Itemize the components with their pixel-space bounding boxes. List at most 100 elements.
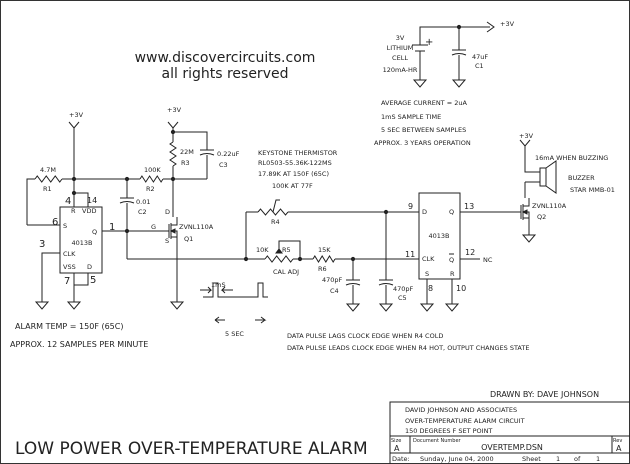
ff2-pin-s: S <box>425 270 429 278</box>
r3-ref: R3 <box>181 159 190 167</box>
c4-ref: C4 <box>330 287 339 295</box>
wire <box>173 131 208 150</box>
note: AVERAGE CURRENT = 2uA <box>381 99 467 107</box>
tb-of: 1 <box>596 455 600 463</box>
tb-line: 150 DEGREES F SET POINT <box>405 427 492 435</box>
wire <box>26 178 35 225</box>
tb-size-label: Size <box>391 438 401 444</box>
ff1-num: 1 <box>109 222 115 233</box>
note: 1mS SAMPLE TIME <box>381 113 441 121</box>
r6-ref: R6 <box>318 265 327 273</box>
ff2-pin-q: Q <box>449 208 454 216</box>
ff1-rail-label: +3V <box>69 111 84 119</box>
tb-size: A <box>394 444 400 453</box>
tb-doc: OVERTEMP.DSN <box>481 443 543 452</box>
c1-value: 47uF <box>472 53 488 61</box>
battery-label: LITHIUM <box>387 44 414 52</box>
buzzer-part: STAR MMB-01 <box>570 186 615 194</box>
wire <box>524 150 540 173</box>
wire <box>41 252 60 298</box>
r2-ref: R2 <box>146 185 155 193</box>
ff2-pin-r: R <box>450 270 455 278</box>
wire <box>74 273 89 286</box>
tb-of-label: of <box>574 455 581 463</box>
r2-value: 100K <box>144 166 161 174</box>
q1-rail-label: +3V <box>167 106 182 114</box>
schematic-title: LOW POWER OVER-TEMPERATURE ALARM <box>15 439 368 459</box>
r4-ref: R4 <box>271 218 280 226</box>
resistor-icon <box>169 141 177 167</box>
c4-value: 470pF <box>322 276 343 284</box>
ff1-pin-q: Q <box>92 228 97 236</box>
ff2-chip <box>418 192 461 280</box>
c5-value: 470pF <box>393 285 414 293</box>
r5-value: 10K <box>256 246 269 254</box>
r5-ref: R5 <box>282 246 291 254</box>
ff2-pin-clk: CLK <box>422 255 435 263</box>
period-arrows-icon <box>214 316 267 324</box>
tb-date: Sunday, June 04, 2000 <box>420 455 494 463</box>
junction <box>71 176 77 182</box>
capacitor-icon <box>451 49 467 56</box>
ff2-num: 9 <box>408 202 413 211</box>
tb-line: OVER-TEMPERATURE ALARM CIRCUIT <box>405 417 525 425</box>
r1-ref: R1 <box>43 185 52 193</box>
ff1-name: 4013B <box>71 239 92 247</box>
arrow-icon <box>486 21 495 33</box>
nc-label: NC <box>483 256 493 264</box>
thermistor-note: 17.89K AT 150F (65C) <box>258 170 329 178</box>
q2-part: ZVNL110A <box>532 202 567 210</box>
ff1-pin-r: R <box>71 207 76 215</box>
ground-icon <box>66 298 82 310</box>
c2-value: 0.01 <box>136 198 150 206</box>
thermistor-note: KEYSTONE THERMISTOR <box>258 149 338 157</box>
wiper-arrow-icon <box>275 248 283 254</box>
tb-rev: A <box>616 444 622 453</box>
r3-value: 22M <box>180 148 194 156</box>
ff1-num: 4 <box>65 196 71 207</box>
tb-rev-label: Rev <box>613 438 622 444</box>
tb-sheet-label: Sheet <box>522 455 541 463</box>
ff1-num: 5 <box>90 275 96 286</box>
buzzer-rail-label: +3V <box>519 132 534 140</box>
ground-icon <box>419 300 435 312</box>
ff2-num: 12 <box>465 248 475 257</box>
capacitor-icon <box>119 197 135 204</box>
ff1-pin-clk: CLK <box>63 250 76 258</box>
pulse-waveform-icon <box>203 282 268 298</box>
c3-value: 0.22uF <box>217 150 240 158</box>
supply-rail-label: +3V <box>500 20 515 28</box>
ff2-num: 11 <box>405 250 415 259</box>
ff1-num: 14 <box>87 196 97 205</box>
ff1-pin-vdd: VDD <box>82 207 96 215</box>
wire <box>278 240 301 259</box>
capacitor-icon <box>378 279 394 286</box>
pulse-period-label: 5 SEC <box>225 330 244 338</box>
wire <box>419 26 490 45</box>
ground-icon <box>521 231 537 243</box>
q1-pin-g: G <box>151 223 156 231</box>
rights-text: all rights reserved <box>162 66 289 82</box>
ground-icon <box>444 300 460 312</box>
c1-ref: C1 <box>475 62 484 70</box>
buzzer-icon <box>539 160 557 194</box>
ground-icon <box>378 300 394 312</box>
q2-ref: Q2 <box>537 213 546 221</box>
alarm-temp: ALARM TEMP = 150F (65C) <box>15 322 123 331</box>
thermistor-mark-icon <box>272 199 280 213</box>
ff2-num: 8 <box>428 284 433 293</box>
note: 5 SEC BETWEEN SAMPLES <box>381 126 466 134</box>
data-note: DATA PULSE LEADS CLOCK EDGE WHEN R4 HOT,… <box>287 344 529 352</box>
ff2-pin-qbar: Q <box>449 256 454 264</box>
q1-pin-d: D <box>165 208 170 216</box>
r6-value: 15K <box>318 246 331 254</box>
ground-icon <box>34 298 50 310</box>
ff1-pin-d: D <box>87 263 92 271</box>
battery-plus: + <box>425 37 433 48</box>
mosfet-arrow-icon <box>169 228 176 234</box>
capacitor-icon <box>345 279 361 286</box>
ff1-num: 6 <box>52 217 58 228</box>
ff1-pin-vss: VSS <box>63 263 76 271</box>
